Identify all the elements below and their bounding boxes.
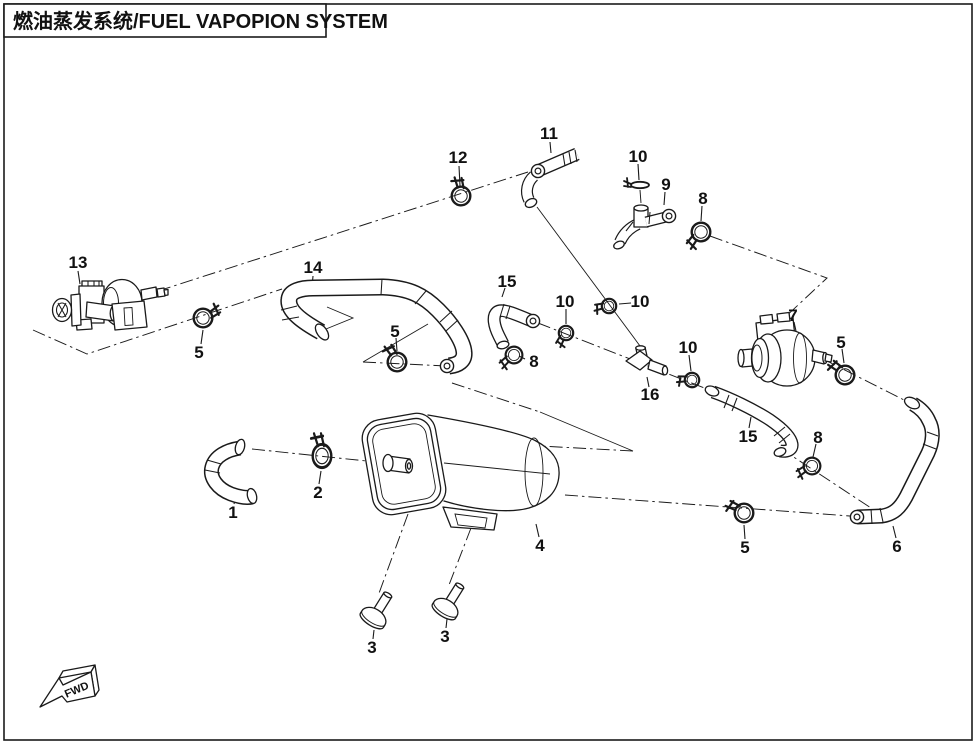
callout-13: 13 [69,253,88,272]
assembly-centerlines [32,171,909,597]
callout-11: 11 [540,124,558,143]
hose-15-left [487,303,541,350]
callout-16: 16 [641,385,660,404]
callout-2: 2 [313,483,322,502]
clamp-8c [793,454,824,481]
hose-1 [203,438,258,505]
callout-15b: 15 [739,427,758,446]
callout-4: 4 [535,536,545,555]
callout-8b: 8 [529,352,538,371]
page-border [3,3,973,741]
hose-15-right [704,385,799,458]
clamp-12 [448,175,474,208]
clamp-10b [593,296,618,317]
callout-8a: 8 [698,189,707,208]
leader-lines [77,141,897,640]
connector-16 [625,345,669,376]
callout-5c: 5 [836,333,845,352]
clamp-10a [549,321,579,351]
valve-13 [51,278,169,331]
screw-3-left [357,585,401,633]
callout-10c: 10 [679,338,698,357]
clamp-5a [189,301,224,331]
fwd-arrow: FWD [39,664,100,708]
callout-5b: 5 [390,322,399,341]
callout-14: 14 [304,258,323,277]
hose-6 [849,396,940,525]
title-block: 燃油蒸发系统/FUEL VAPOPION SYSTEM [3,3,388,38]
callout-8c: 8 [813,428,822,447]
clamp-8a [679,217,717,253]
clamp-2 [309,432,333,470]
callout-10b: 10 [631,292,650,311]
hose-11 [520,148,580,209]
clamp-5b [380,341,410,376]
callout-9: 9 [661,175,670,194]
valve-7 [737,311,833,387]
callout-1: 1 [228,503,237,522]
hose-9 [613,204,677,250]
callout-12: 12 [449,148,468,167]
callout-6: 6 [892,537,901,556]
hose-14 [280,278,473,375]
screw-3-right [429,576,473,624]
callout-labels: 13 5 14 5 12 11 10 9 8 15 10 10 8 7 5 10… [69,124,902,657]
clamp-5d [722,492,759,529]
callout-10a: 10 [556,292,575,311]
callout-3a: 3 [367,638,376,657]
callout-5a: 5 [194,343,203,362]
callout-3b: 3 [440,627,449,646]
callout-15a: 15 [498,272,517,291]
callout-10d: 10 [629,147,648,166]
callout-5d: 5 [740,538,749,557]
page-title: 燃油蒸发系统/FUEL VAPOPION SYSTEM [13,9,388,33]
callout-7: 7 [788,306,797,325]
canister-4 [361,412,560,531]
clamp-10c [675,368,702,392]
clamp-10d [623,177,650,190]
